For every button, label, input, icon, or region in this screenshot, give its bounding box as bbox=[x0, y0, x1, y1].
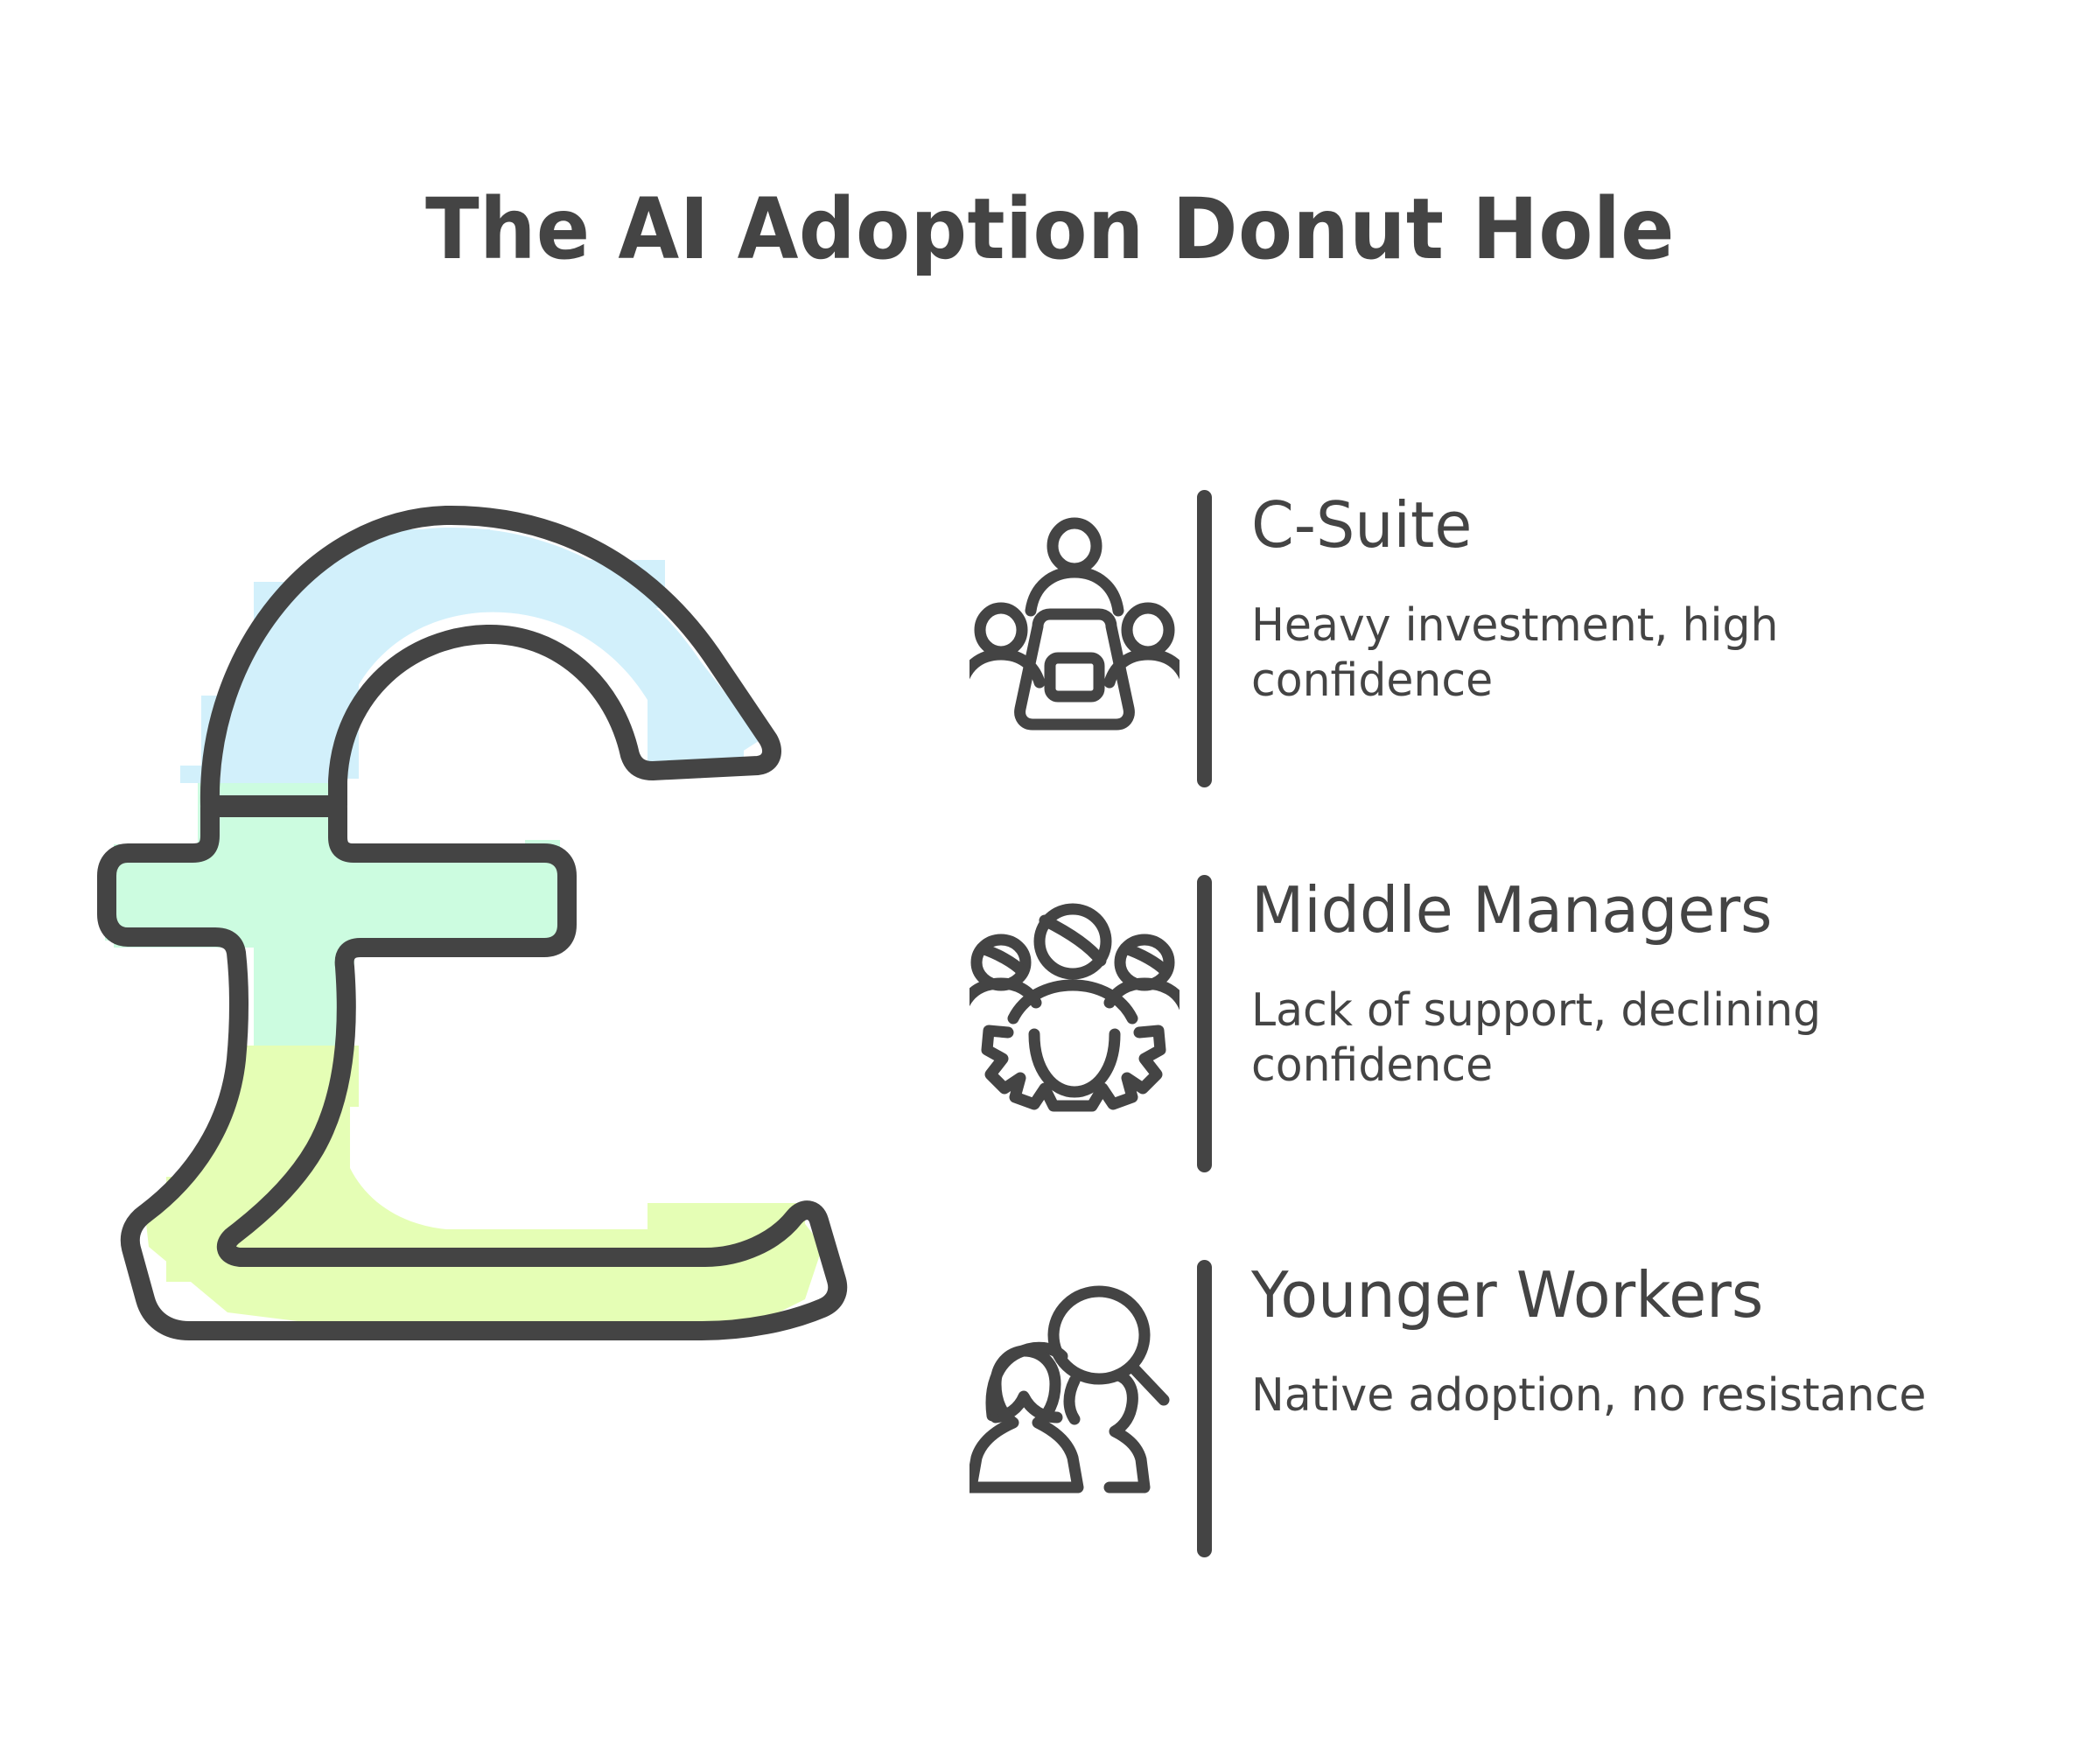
item-divider-bar bbox=[1197, 875, 1212, 1172]
list-item[interactable]: C-Suite Heavy investment, high confidenc… bbox=[962, 490, 2091, 787]
pound-symbol-illustration bbox=[35, 477, 875, 1584]
pound-outline bbox=[97, 505, 848, 1340]
item-description: Heavy investment, high confidence bbox=[1251, 599, 1779, 708]
item-text-block: Younger Workers Native adoption, no resi… bbox=[1251, 1260, 2091, 1424]
item-description: Native adoption, no resistance bbox=[1251, 1369, 1927, 1422]
item-text-block: Middle Managers Lack of support, declini… bbox=[1251, 875, 2091, 1095]
list-item[interactable]: Younger Workers Native adoption, no resi… bbox=[962, 1260, 2091, 1557]
pound-fill-top bbox=[180, 527, 761, 792]
item-heading: C-Suite bbox=[1251, 488, 1473, 562]
segment-list: C-Suite Heavy investment, high confidenc… bbox=[962, 490, 2091, 1601]
item-description: Lack of support, declining confidence bbox=[1251, 984, 1822, 1093]
item-divider-bar bbox=[1197, 1260, 1212, 1557]
item-divider-bar bbox=[1197, 490, 1212, 787]
pound-fill-bottom bbox=[144, 1046, 822, 1321]
people-with-gear-icon bbox=[970, 899, 1180, 1118]
item-heading: Younger Workers bbox=[1251, 1258, 1764, 1332]
page-title: The AI Adoption Donut Hole bbox=[425, 180, 1675, 278]
people-with-magnifier-icon bbox=[970, 1284, 1180, 1503]
people-at-podium-icon bbox=[970, 514, 1180, 733]
list-item[interactable]: Middle Managers Lack of support, declini… bbox=[962, 875, 2091, 1172]
item-text-block: C-Suite Heavy investment, high confidenc… bbox=[1251, 490, 2091, 710]
item-heading: Middle Managers bbox=[1251, 873, 1773, 947]
